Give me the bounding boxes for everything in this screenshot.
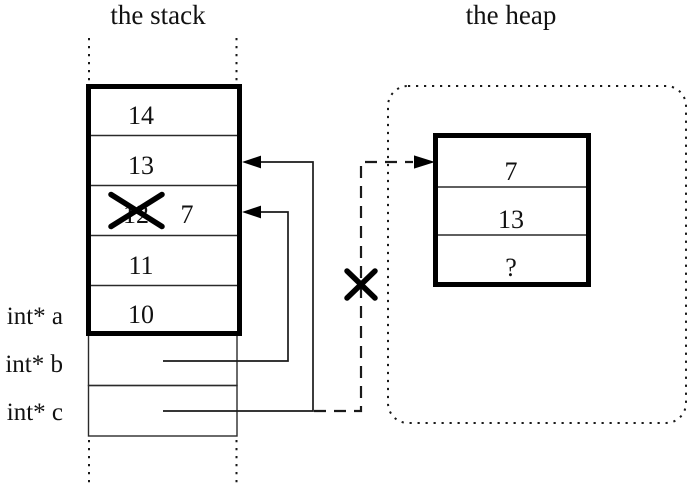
pointer-label-a: int* a bbox=[7, 303, 63, 330]
pointer-b-arrow bbox=[163, 205, 289, 362]
heap-value-13: 13 bbox=[498, 205, 524, 234]
stack-frame bbox=[86, 84, 242, 336]
stack-value-7-new: 7 bbox=[181, 200, 194, 229]
stack-value-13: 13 bbox=[128, 151, 154, 180]
stack-title: the stack bbox=[110, 0, 206, 30]
heap-value-7: 7 bbox=[505, 157, 518, 186]
heap-title: the heap bbox=[466, 0, 557, 30]
pointer-label-b: int* b bbox=[5, 351, 63, 378]
pointer-label-c: int* c bbox=[7, 399, 63, 426]
stack-value-10: 10 bbox=[128, 300, 154, 329]
heap-region-dotted-border bbox=[387, 85, 687, 424]
broken-pointer-x-icon bbox=[344, 268, 378, 301]
stack-value-14: 14 bbox=[128, 101, 154, 130]
stack-value-11: 11 bbox=[128, 251, 153, 280]
dangling-pointer-dashed-arrow bbox=[314, 155, 435, 413]
crossout-x-icon bbox=[108, 191, 165, 230]
heap-value-unknown: ? bbox=[505, 253, 517, 282]
pointer-c-arrow bbox=[163, 155, 314, 412]
heap-object-frame bbox=[433, 133, 591, 287]
